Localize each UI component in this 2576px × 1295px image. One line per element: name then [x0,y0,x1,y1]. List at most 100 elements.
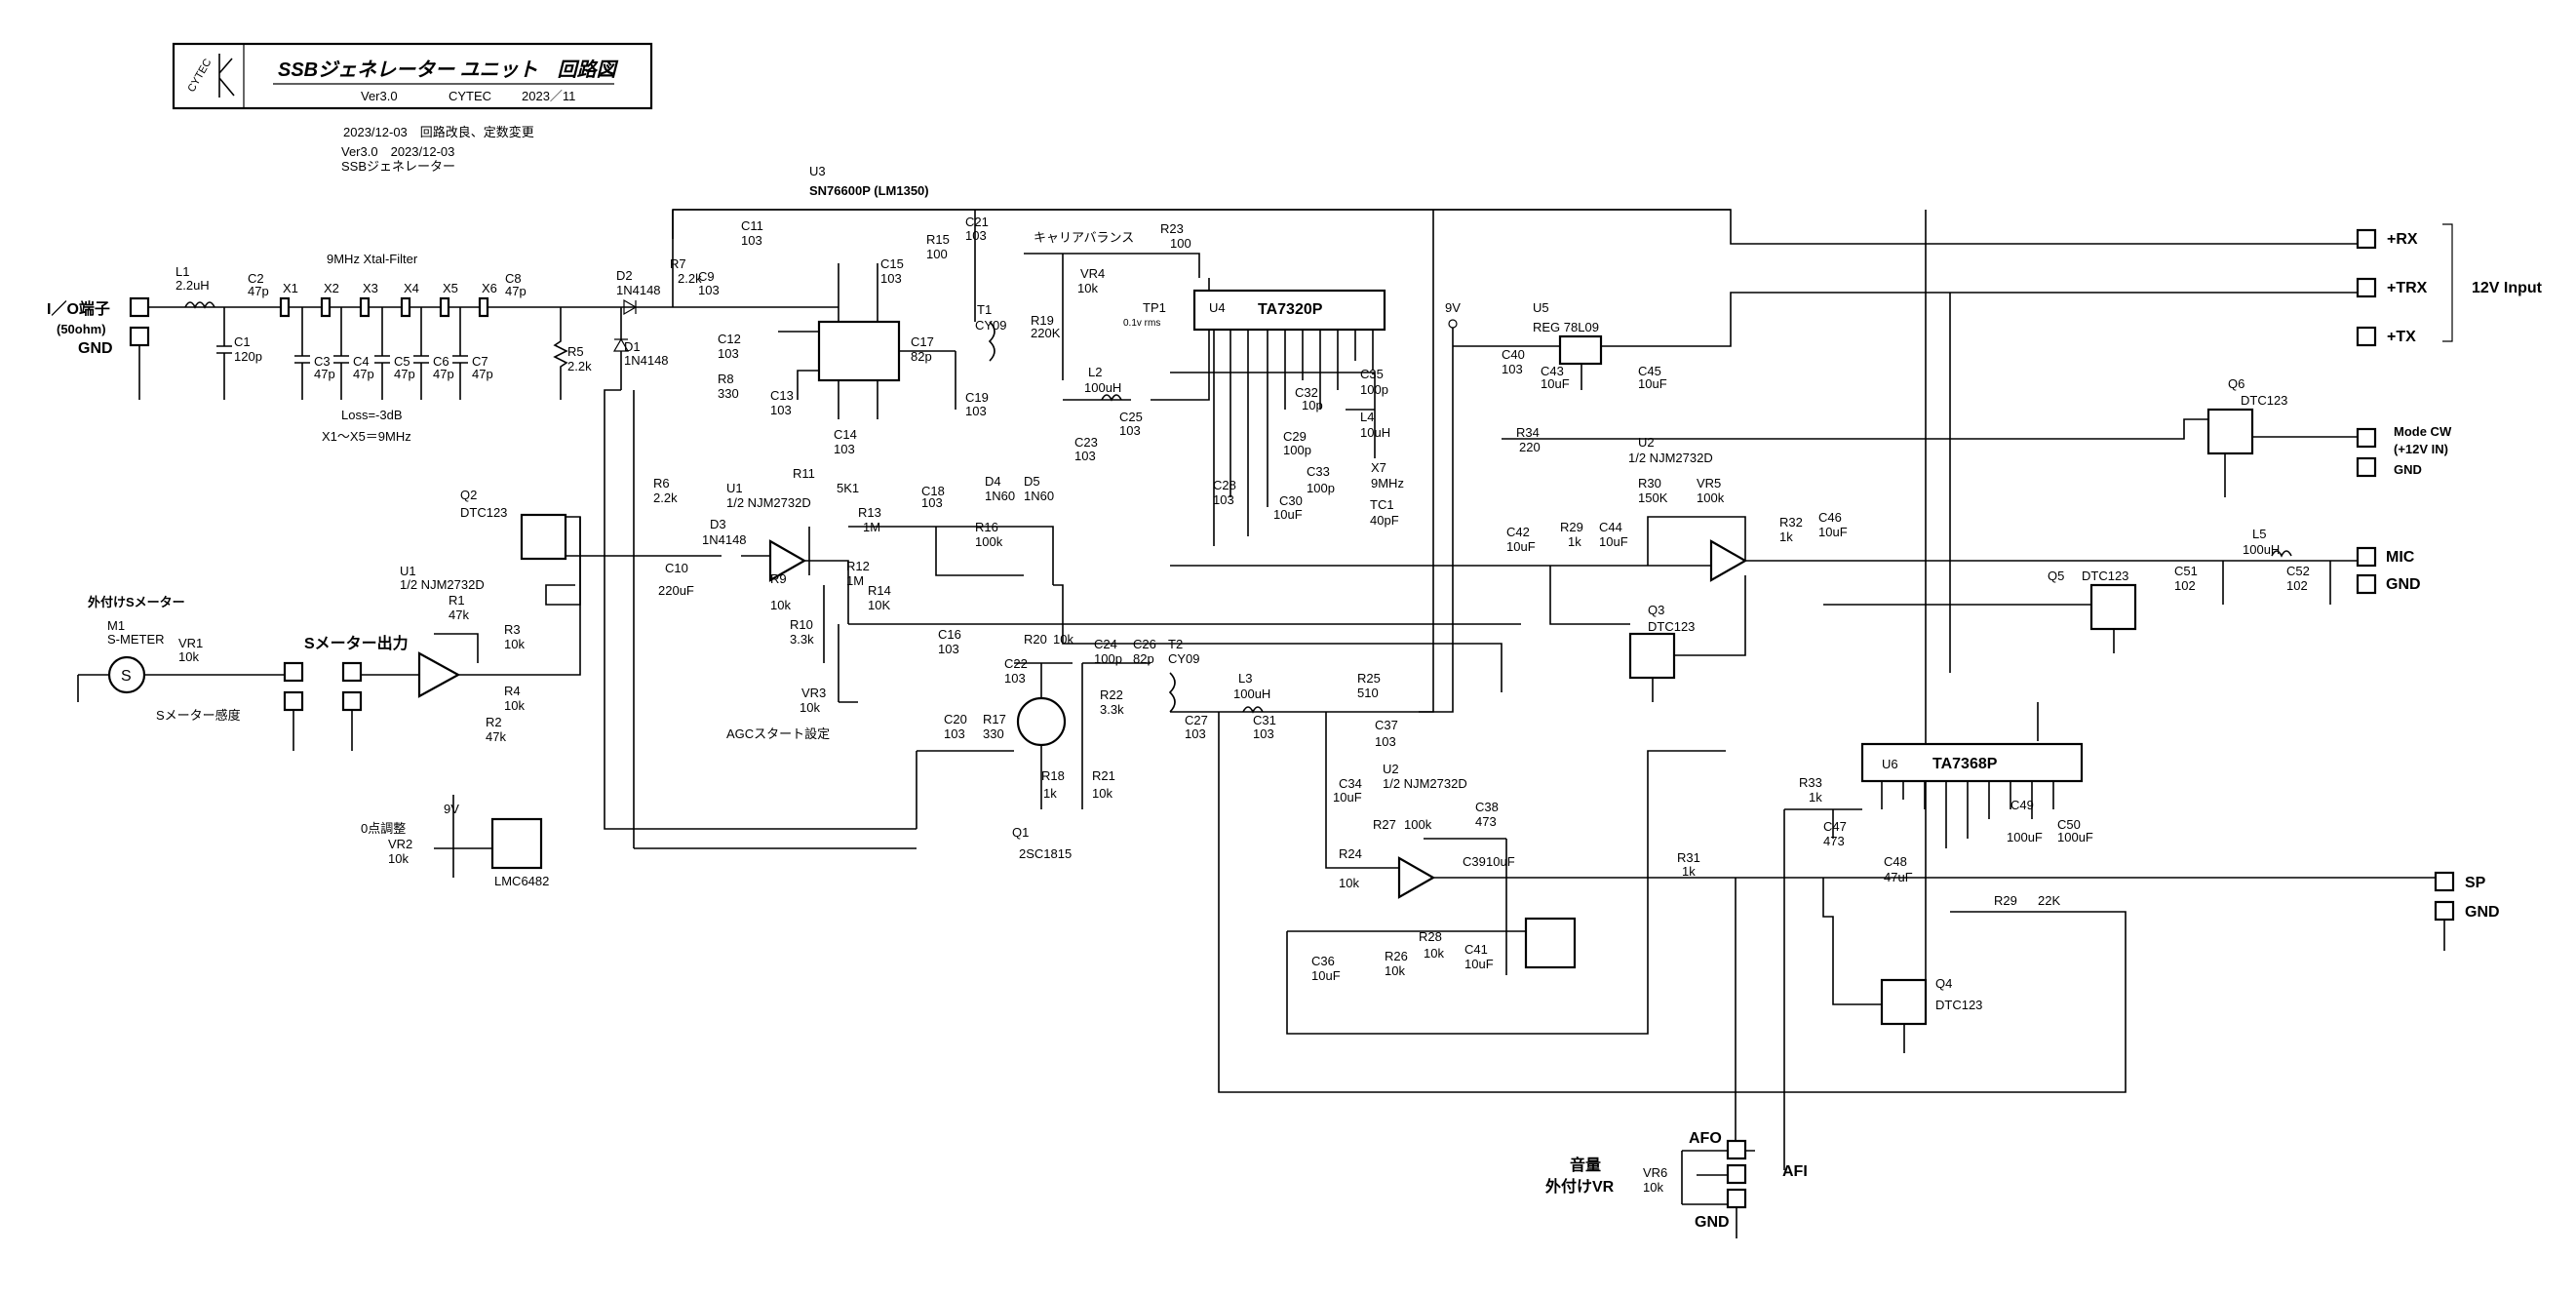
svg-text:C5: C5 [394,354,410,369]
svg-text:47p: 47p [314,367,335,381]
svg-text:(+12V IN): (+12V IN) [2394,442,2448,456]
svg-text:R26: R26 [1385,949,1408,963]
svg-text:C9: C9 [698,269,715,284]
svg-text:10k: 10k [770,598,791,612]
svg-text:1M: 1M [846,573,864,588]
svg-text:R7: R7 [670,256,686,271]
svg-text:2.2k: 2.2k [653,491,678,505]
svg-text:103: 103 [741,233,762,248]
svg-text:Q1: Q1 [1012,825,1029,840]
svg-text:C49: C49 [2010,798,2034,812]
svg-text:C32: C32 [1295,385,1318,400]
svg-text:C46: C46 [1818,510,1842,525]
svg-text:120p: 120p [234,349,262,364]
svg-text:R17: R17 [983,712,1006,726]
svg-text:C33: C33 [1307,464,1330,479]
svg-text:R6: R6 [653,476,670,491]
svg-text:TP1: TP1 [1143,300,1166,315]
svg-text:VR3: VR3 [801,686,826,700]
svg-text:9MHz: 9MHz [1371,476,1404,491]
svg-text:X3: X3 [363,281,378,295]
svg-text:U5: U5 [1533,300,1549,315]
svg-text:10k: 10k [1385,963,1405,978]
svg-text:キャリアバランス: キャリアバランス [1034,230,1134,245]
svg-text:10k: 10k [1643,1180,1663,1195]
svg-text:U2: U2 [1638,435,1655,450]
svg-text:R21: R21 [1092,768,1115,783]
svg-text:103: 103 [965,404,987,418]
svg-text:0.1v rms: 0.1v rms [1123,318,1160,329]
svg-text:C13: C13 [770,388,794,403]
svg-text:10k: 10k [800,700,820,715]
svg-text:10uF: 10uF [1333,790,1362,804]
svg-text:510: 510 [1357,686,1379,700]
svg-text:150K: 150K [1638,491,1668,505]
svg-text:10k: 10k [504,698,525,713]
svg-text:L2: L2 [1088,365,1102,379]
svg-text:C45: C45 [1638,364,1661,378]
svg-text:R15: R15 [926,232,950,247]
svg-text:10uF: 10uF [1464,957,1494,971]
svg-text:C39: C39 [1463,854,1486,869]
svg-text:S: S [121,668,132,685]
svg-text:100uH: 100uH [1084,380,1121,395]
svg-text:100k: 100k [1697,491,1725,505]
svg-text:103: 103 [944,726,965,741]
svg-text:103: 103 [1074,449,1096,463]
svg-text:R14: R14 [868,583,891,598]
svg-text:DTC123: DTC123 [2082,569,2128,583]
svg-text:10k: 10k [1339,876,1359,890]
u6-ic: U6 TA7368P [1860,742,2084,848]
u5-regulator: U5 REG 78L09 [1533,300,1603,366]
svg-text:C15: C15 [880,256,904,271]
svg-text:10k: 10k [1053,632,1073,647]
svg-text:C36: C36 [1311,954,1335,968]
svg-text:C14: C14 [834,427,857,442]
svg-text:1k: 1k [1568,534,1581,549]
svg-text:R23: R23 [1160,221,1184,236]
svg-text:2.2k: 2.2k [678,271,702,286]
svg-text:R29: R29 [1994,893,2017,908]
svg-text:C21: C21 [965,215,989,229]
svg-text:外付けVR: 外付けVR [1544,1177,1615,1196]
svg-text:473: 473 [1823,834,1845,848]
svg-text:330: 330 [983,726,1004,741]
svg-text:R5: R5 [567,344,584,359]
svg-text:47uF: 47uF [1884,870,1913,884]
svg-text:102: 102 [2174,578,2196,593]
svg-text:D2: D2 [616,268,633,283]
svg-text:C28: C28 [1213,478,1236,492]
svg-text:R18: R18 [1041,768,1065,783]
svg-text:1/2 NJM2732D: 1/2 NJM2732D [726,495,811,510]
svg-text:VR2: VR2 [388,837,412,851]
svg-text:GND: GND [2386,576,2421,593]
svg-text:C48: C48 [1884,854,1907,869]
svg-text:R34: R34 [1516,425,1540,440]
svg-text:TA7320P: TA7320P [1258,301,1323,318]
svg-text:1k: 1k [1682,864,1696,879]
svg-text:L4: L4 [1360,410,1374,424]
io-port[interactable]: I／O端子 (50ohm) GND [47,296,150,400]
svg-text:C23: C23 [1074,435,1098,450]
svg-text:C43: C43 [1541,364,1564,378]
svg-text:U4: U4 [1209,300,1226,315]
svg-text:C51: C51 [2174,564,2198,578]
svg-text:L3: L3 [1238,671,1252,686]
svg-text:Q2: Q2 [460,488,477,502]
supply-terminals[interactable]: +RX +TRX +TX 12V Input [2356,223,2543,347]
svg-text:10k: 10k [1092,786,1112,801]
svg-text:S-METER: S-METER [107,632,165,647]
svg-text:100uH: 100uH [1233,687,1270,701]
svg-text:C37: C37 [1375,718,1398,732]
svg-text:R20: R20 [1024,632,1047,647]
q1-transistor: Q1 2SC1815 [1012,696,1072,861]
svg-text:D5: D5 [1024,474,1040,489]
svg-text:R29: R29 [1560,520,1583,534]
svg-text:C19: C19 [965,390,989,405]
svg-text:Q5: Q5 [2048,569,2064,583]
svg-text:330: 330 [718,386,739,401]
svg-text:C7: C7 [472,354,488,369]
company-label: CYTEC [449,89,491,103]
svg-text:AFI: AFI [1782,1163,1808,1180]
svg-text:100uF: 100uF [2057,830,2093,844]
